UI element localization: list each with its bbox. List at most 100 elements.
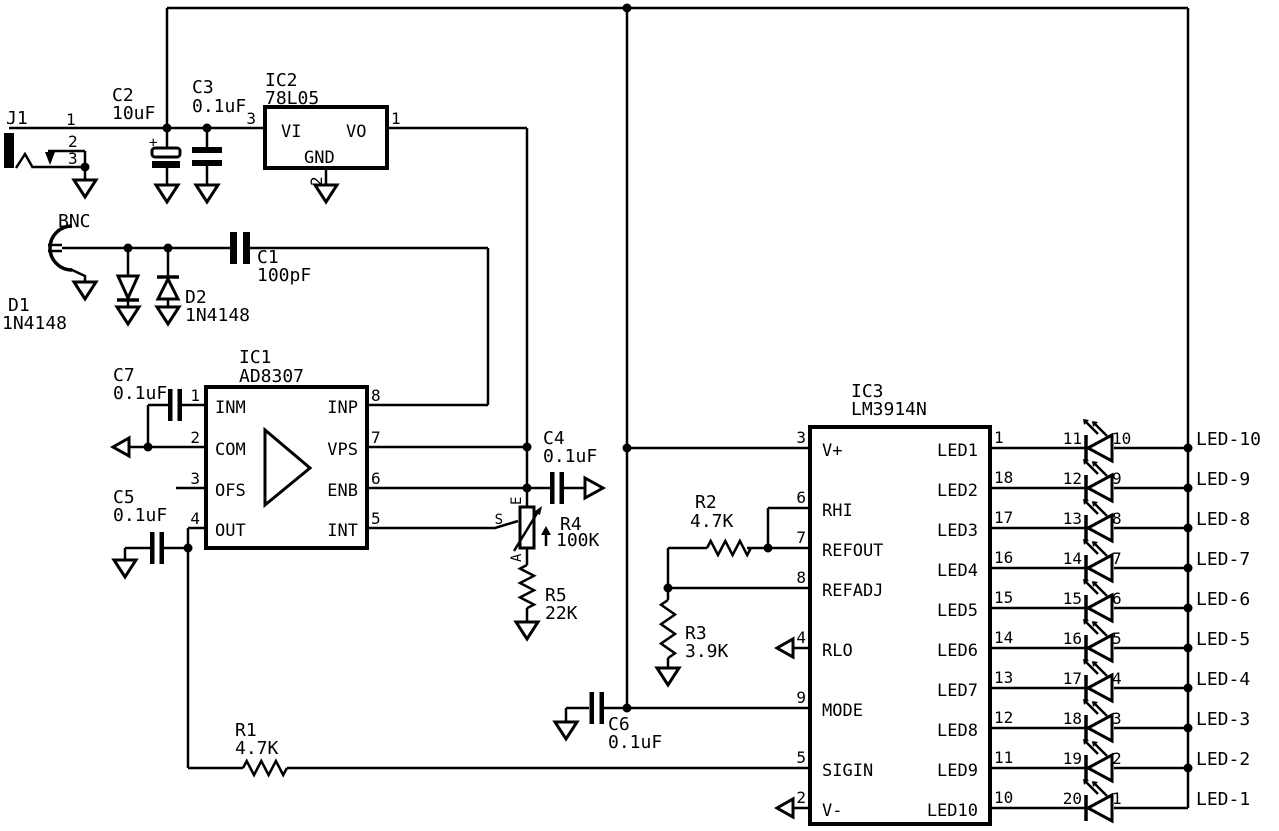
led-row: 16 5 LED-5 [1063, 617, 1250, 663]
led-conn-pin-right: 7 [1112, 549, 1122, 568]
led-conn-pin-left: 17 [1063, 669, 1082, 688]
c7-value-label: 0.1uF [113, 383, 167, 404]
led-conn-pin-left: 15 [1063, 589, 1082, 608]
led-conn-pin-right: 5 [1112, 629, 1122, 648]
resistor-r3: R3 3.9K [658, 598, 729, 662]
led-net-label: LED-1 [1196, 789, 1250, 810]
ic1-pin-number: 1 [190, 386, 200, 405]
d1-value-label: 1N4148 [2, 313, 67, 334]
c1-ref-label: C1 [257, 247, 279, 268]
c1-value-label: 100pF [257, 265, 311, 286]
led-conn-pin-left: 18 [1063, 709, 1082, 728]
led-net-label: LED-7 [1196, 549, 1250, 570]
ic3-pin-name: LED7 [937, 681, 978, 701]
led-row: 20 1 LED-1 [1063, 777, 1250, 823]
ic3-pin-number: 7 [796, 528, 806, 547]
led-conn-pin-right: 6 [1112, 589, 1122, 608]
ground-icon [115, 305, 141, 326]
ic2-part-label: 78L05 [265, 88, 319, 109]
ic3-pin-name: REFADJ [822, 581, 883, 601]
bnc-shell-arc [48, 224, 73, 272]
c2-plate-top [150, 146, 182, 159]
r1-ref-label: R1 [235, 720, 257, 741]
led-net-label: LED-2 [1196, 749, 1250, 770]
led-row: 15 6 LED-6 [1063, 577, 1250, 623]
c4-ref-label: C4 [543, 428, 565, 449]
r4-wiper-arrow [512, 509, 541, 552]
ic3-pin-name: LED2 [937, 481, 978, 501]
c4-value-label: 0.1uF [543, 446, 597, 467]
ic3-pin-number: 5 [796, 748, 806, 767]
ic1-amp-triangle [263, 426, 313, 509]
ic1-pin-number: 5 [371, 509, 381, 528]
j1-pin1-number: 1 [66, 110, 76, 129]
r4-value-label: 100K [556, 530, 600, 551]
ic3-pin-name: LED10 [927, 801, 978, 821]
c3-value-label: 0.1uF [192, 96, 246, 117]
led-icon [1081, 657, 1114, 703]
capacitor-c5: C5 0.1uF [113, 487, 167, 564]
led-row: 11 10 LED-10 [1063, 417, 1261, 463]
r3-value-label: 3.9K [685, 641, 729, 662]
ic3-pin-name: LED6 [937, 641, 978, 661]
ic2-pin-vi-label: VI [281, 122, 301, 142]
ic2-ref-label: IC2 [265, 70, 298, 91]
led-icon [1081, 617, 1114, 663]
led-conn-pin-left: 19 [1063, 749, 1082, 768]
d1-ref-label: D1 [8, 295, 30, 316]
wire-segments [9, 6, 1190, 810]
ic3-pin-name: V+ [822, 441, 842, 461]
led-conn-pin-left: 14 [1063, 549, 1082, 568]
ic3-pin-name: LED9 [937, 761, 978, 781]
ic2-pin-gnd-number: 2 [307, 176, 326, 186]
led-conn-pin-left: 12 [1063, 469, 1082, 488]
ic1-pin-name: OFS [215, 481, 246, 501]
r2-value-label: 4.7K [690, 511, 734, 532]
r1-zigzag [241, 758, 289, 778]
ground-icon [112, 558, 138, 579]
ic1-pin-name: INP [327, 398, 358, 418]
ic3-lm3914n: IC3 LM3914N 3 6 7 8 4 9 5 2 V+ RHI REFOU… [796, 381, 1013, 826]
j1-ref-label: J1 [6, 108, 28, 129]
r5-zigzag [517, 563, 537, 610]
r3-zigzag [658, 598, 678, 660]
led-icon [1081, 737, 1114, 783]
ic2-pin-out-number: 1 [391, 109, 401, 128]
r4-terminal-top-label: E [509, 497, 525, 505]
ic3-pin-number: 2 [796, 788, 806, 807]
ic3-pin-name: SIGIN [822, 761, 873, 781]
led-icon [1081, 697, 1114, 743]
ic1-pin-name: ENB [327, 481, 358, 501]
ic2-pin-gnd-label: GND [304, 148, 335, 168]
d1-triangle [115, 274, 141, 302]
led-conn-pin-right: 2 [1112, 749, 1122, 768]
ic1-pin-name: INT [327, 521, 358, 541]
resistor-r2: R2 4.7K [690, 492, 753, 558]
vminus-port-arrow-icon [775, 797, 795, 819]
ic1-pin-number: 7 [371, 428, 381, 447]
ic3-pin-name: LED8 [937, 721, 978, 741]
ic1-ref-label: IC1 [239, 347, 272, 368]
led-icon [1081, 497, 1114, 543]
ic3-pin-number: 13 [994, 668, 1013, 687]
potentiometer-r4: E S A R4 100K [495, 497, 600, 562]
led-conn-pin-left: 13 [1063, 509, 1082, 528]
rlo-port-arrow-icon [775, 637, 795, 659]
ic3-pin-number: 6 [796, 488, 806, 507]
ic3-pin-name: REFOUT [822, 541, 883, 561]
ic3-pin-name: LED3 [937, 521, 978, 541]
diode-d2: D2 1N4148 [155, 275, 250, 326]
capacitor-c7: C7 0.1uF [113, 365, 182, 421]
ic1-pin-name: COM [215, 440, 246, 460]
led-net-label: LED-8 [1196, 509, 1250, 530]
led-net-label: LED-9 [1196, 469, 1250, 490]
led-net-label: LED-6 [1196, 589, 1250, 610]
ic3-pin-number: 3 [796, 428, 806, 447]
r4-ref-label: R4 [560, 514, 582, 535]
ic3-part-label: LM3914N [851, 399, 927, 420]
ground-icon [72, 178, 98, 199]
ic3-ref-label: IC3 [851, 381, 884, 402]
jack-body [4, 133, 14, 168]
r5-ref-label: R5 [545, 585, 567, 606]
ic1-pin-name: INM [215, 398, 246, 418]
